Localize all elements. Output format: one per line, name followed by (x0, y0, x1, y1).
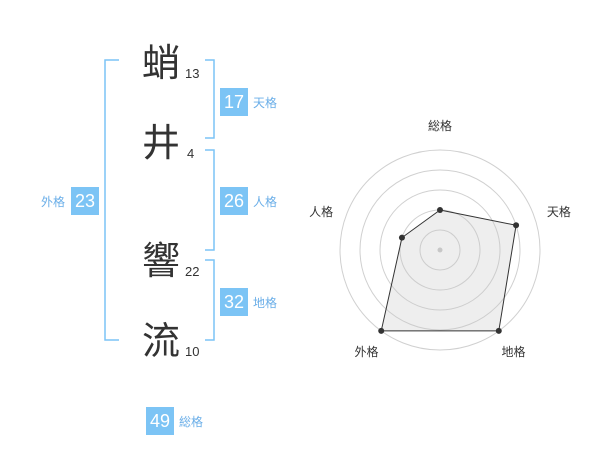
chikaku-bracket (205, 259, 215, 341)
soukaku-label: 総格 (179, 415, 204, 429)
radar-axis-label-2: 天格 (546, 205, 571, 220)
radar-point-4 (378, 327, 385, 334)
tenkaku-value: 17 (220, 88, 248, 116)
radar-ring (379, 189, 501, 311)
radar-chart (339, 149, 541, 351)
radar-ring (339, 149, 541, 351)
radar-point-5 (398, 234, 405, 241)
name-char-4: 流 (142, 319, 181, 363)
gaikaku-label: 外格 (41, 195, 66, 209)
soukaku-value: 49 (146, 407, 174, 435)
stroke-count-1: 13 (185, 66, 200, 81)
name-char-2: 井 (142, 121, 181, 165)
tenkaku-bracket (205, 59, 215, 139)
radar-axis-label-4: 外格 (354, 345, 379, 360)
name-char-3: 響 (142, 239, 181, 283)
radar-axis-label-5: 人格 (309, 205, 334, 220)
radar-center (437, 247, 443, 253)
radar-axis-label-3: 地格 (501, 345, 526, 360)
jinkaku-value: 26 (220, 187, 248, 215)
radar-point-1 (437, 207, 443, 213)
gaikaku-value: 23 (71, 187, 99, 215)
radar-ring (419, 229, 461, 271)
stroke-count-2: 4 (187, 146, 195, 161)
name-char-1: 蛸 (142, 41, 181, 85)
gaikaku-bracket (104, 59, 119, 341)
tenkaku-label: 天格 (253, 96, 278, 110)
radar-area (380, 209, 517, 332)
chikaku-value: 32 (220, 288, 248, 316)
jinkaku-label: 人格 (253, 195, 278, 209)
jinkaku-bracket (205, 149, 215, 251)
radar-point-3 (495, 327, 502, 334)
radar-axis-label-1: 総格 (428, 119, 453, 133)
radar-point-2 (513, 222, 520, 229)
chikaku-label: 地格 (253, 296, 278, 310)
stroke-count-3: 22 (185, 264, 200, 279)
radar-ring (359, 169, 521, 331)
stroke-count-4: 10 (185, 344, 200, 359)
